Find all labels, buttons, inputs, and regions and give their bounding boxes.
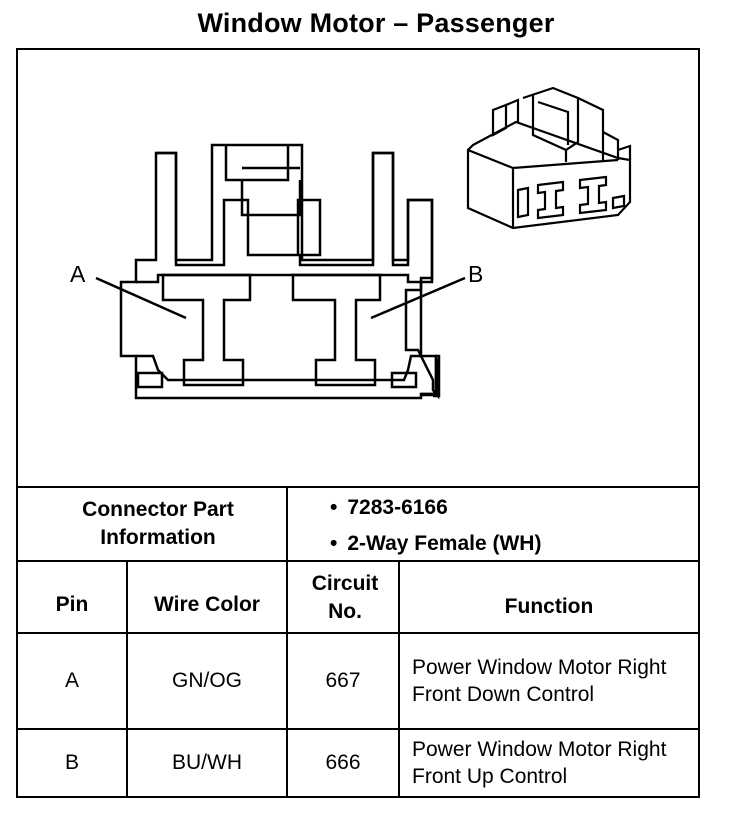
connector-isometric [466, 86, 632, 230]
pin-b-label: B [468, 261, 483, 287]
page-title: Window Motor – Passenger [197, 8, 555, 38]
table-top-border [18, 486, 698, 488]
row-a-wire-color: GN/OG [171, 669, 242, 692]
latch-inner [224, 145, 290, 182]
col-header-border [18, 632, 698, 634]
row-a-function: Power Window Motor Right Front Down Cont… [412, 656, 667, 706]
bottom-slot-left [136, 371, 164, 389]
connector-frame: A B Connector Part Information [16, 48, 700, 798]
connector-body [119, 143, 438, 400]
col-header-circuit-no: Circuit No. [311, 572, 379, 623]
terminal-a [161, 273, 252, 387]
pin-a-label: A [70, 261, 86, 287]
row-b-function: Power Window Motor Right Front Up Contro… [412, 738, 667, 788]
row-a-pin: A [64, 669, 79, 692]
part-info-list: 7283-6166 2-Way Female (WH) [330, 490, 541, 562]
part-info-divider [286, 486, 288, 560]
part-number: 7283-6166 [330, 490, 541, 526]
col-divider-2 [286, 560, 288, 796]
leader-b [370, 276, 466, 320]
cavity-top [136, 273, 421, 284]
col-header-wire-color: Wire Color [154, 593, 260, 616]
part-description: 2-Way Female (WH) [330, 526, 541, 562]
latch-lower [240, 180, 302, 217]
col-divider-1 [126, 560, 128, 796]
col-header-pin: Pin [55, 593, 89, 616]
col-header-function: Function [504, 595, 594, 618]
row-a-border [18, 728, 698, 730]
row-b-wire-color: BU/WH [172, 751, 242, 774]
row-b-pin: B [64, 751, 79, 774]
leader-a [95, 276, 187, 320]
col-divider-3 [398, 560, 400, 796]
row-a-circuit: 667 [325, 669, 361, 692]
bottom-step [136, 354, 421, 382]
connector-diagram: A B [70, 86, 632, 400]
terminal-b [291, 273, 382, 387]
row-b-circuit: 666 [325, 751, 361, 774]
bottom-slot-right [390, 371, 418, 389]
part-info-label: Connector Part Information [82, 498, 234, 549]
